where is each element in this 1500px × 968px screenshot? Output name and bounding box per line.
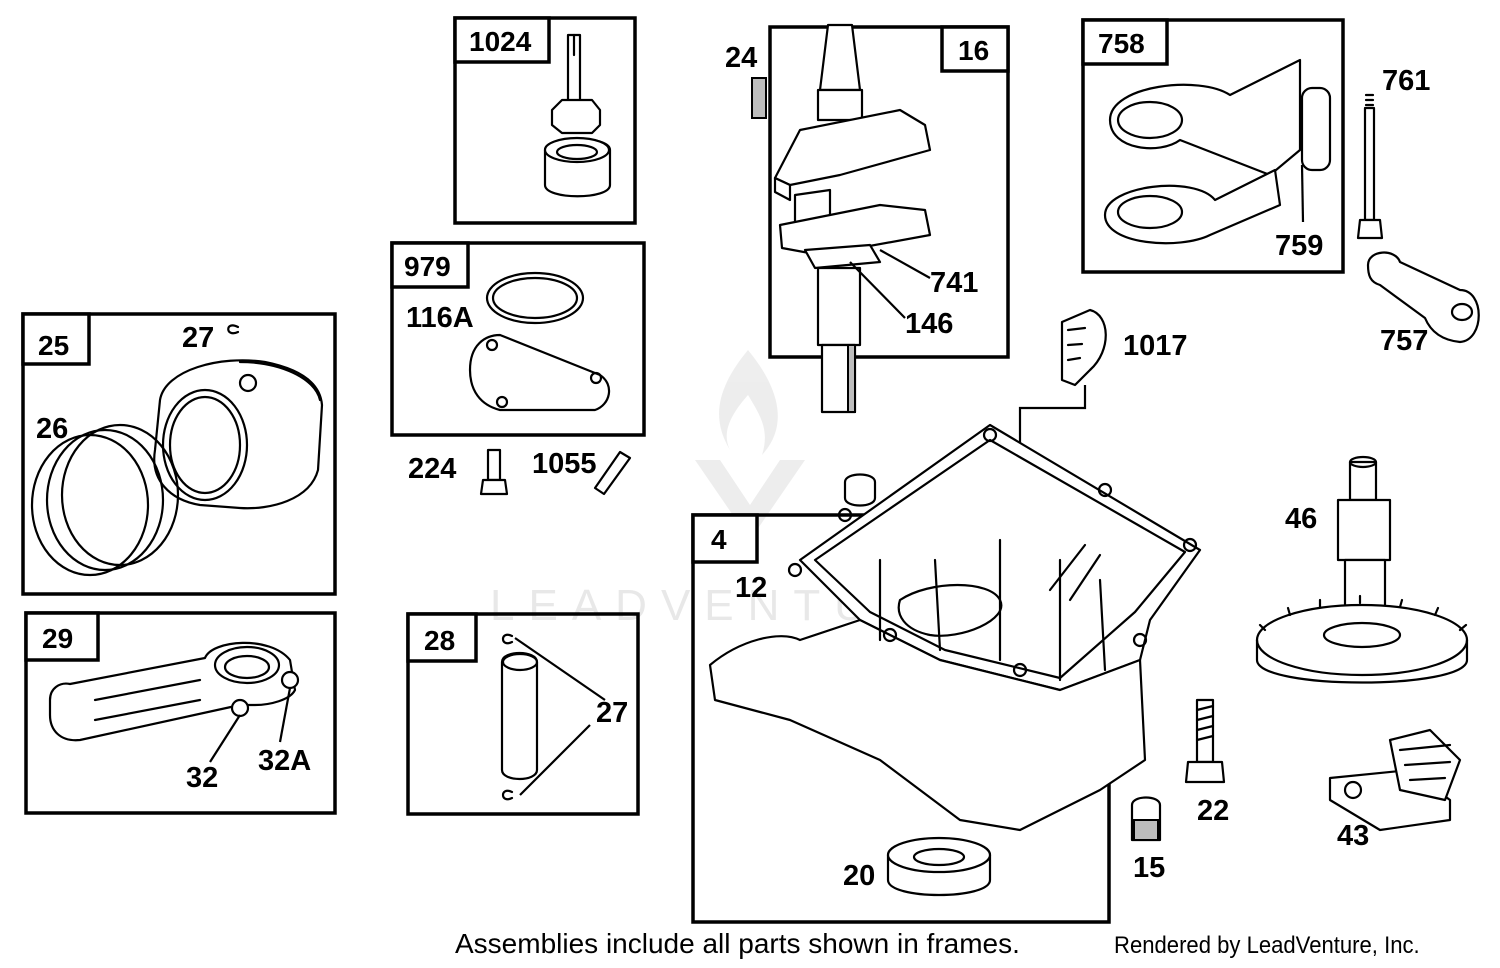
frame-29: 29 32 32A (24, 611, 337, 815)
part-757-link: 757 (1366, 251, 1480, 357)
watermark-flame-icon (719, 350, 778, 455)
label-24: 24 (725, 42, 757, 74)
frame-id-758: 758 (1098, 28, 1145, 59)
part-20-seal: 20 (843, 836, 992, 897)
watermark-v-icon (695, 460, 805, 540)
part-24-key: 24 (725, 42, 767, 119)
part-1055-pin: 1055 (532, 448, 632, 496)
label-146: 146 (905, 308, 953, 340)
oil-pump-drawing (543, 33, 612, 198)
frame-id-979: 979 (404, 251, 451, 282)
frame-1024: 1024 (453, 16, 637, 225)
frame-16: 16 (768, 23, 1010, 414)
label-32A: 32A (258, 745, 311, 777)
label-1055: 1055 (532, 448, 597, 480)
frame-id-4: 4 (711, 524, 727, 555)
label-20: 20 (843, 860, 875, 892)
frame-id-28: 28 (424, 625, 455, 656)
governor-bracket-drawing (1103, 58, 1332, 245)
frame-id-16: 16 (958, 35, 989, 66)
label-26: 26 (36, 413, 68, 445)
wrist-pin-drawing (500, 633, 539, 801)
part-1017-decal: 1017 (1018, 308, 1188, 660)
frame-id-1024: 1024 (469, 26, 532, 57)
label-43: 43 (1337, 820, 1369, 852)
label-224: 224 (408, 453, 456, 485)
frame-25: 25 27 26 (21, 312, 337, 596)
connecting-rod-drawing (48, 641, 300, 742)
part-15-plug: 15 (1130, 796, 1165, 884)
piston-rings-drawing (30, 423, 180, 577)
sump-drawing (708, 423, 1202, 832)
frame-979: 979 116A (390, 241, 646, 437)
frame-28: 28 27 (406, 612, 640, 816)
label-15: 15 (1133, 852, 1165, 884)
footer-note: Assemblies include all parts shown in fr… (455, 928, 1020, 959)
label-759: 759 (1275, 230, 1323, 262)
label-12: 12 (735, 572, 767, 604)
frame-758: 758 759 (1081, 18, 1345, 274)
label-741: 741 (930, 267, 978, 299)
piston-drawing (153, 359, 324, 510)
crankshaft-drawing (773, 23, 932, 414)
label-46: 46 (1285, 503, 1317, 535)
footer-credit: Rendered by LeadVenture, Inc. (1114, 932, 1420, 959)
part-43-governor: 43 (1328, 728, 1462, 852)
part-224-screw: 224 (408, 448, 509, 496)
gasket-cover-drawing (468, 271, 611, 412)
frame-id-29: 29 (42, 623, 73, 654)
label-27-top: 27 (182, 322, 214, 354)
label-22: 22 (1197, 795, 1229, 827)
label-1017: 1017 (1123, 330, 1188, 362)
label-761: 761 (1382, 65, 1430, 97)
label-757: 757 (1380, 325, 1428, 357)
part-46-camshaft: 46 (1255, 455, 1469, 684)
part-761-screw: 761 (1356, 65, 1430, 240)
label-27-pin: 27 (596, 697, 628, 729)
label-116A: 116A (406, 302, 474, 334)
part-22-bolt: 22 (1184, 698, 1229, 827)
label-32: 32 (186, 762, 218, 794)
frame-id-25: 25 (38, 330, 69, 361)
